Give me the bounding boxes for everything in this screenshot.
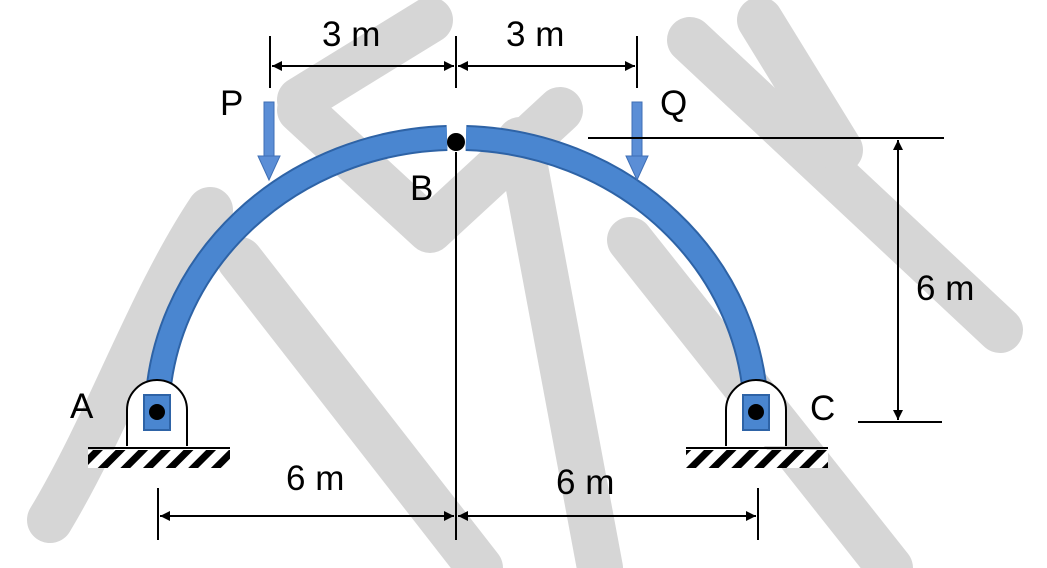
top-dimension	[269, 36, 638, 88]
bottom-dimension	[157, 488, 759, 540]
label-q: Q	[660, 84, 687, 123]
label-a: A	[70, 387, 94, 426]
arch-left-half-fill	[146, 127, 448, 413]
load-arrow-p	[257, 101, 281, 182]
hinge-b	[447, 133, 465, 151]
dim-bottom-right: 6 m	[556, 463, 614, 502]
label-p: P	[220, 84, 243, 123]
support-a	[88, 379, 230, 468]
ground-hatch-a	[88, 450, 230, 468]
dim-top-right: 3 m	[506, 15, 564, 54]
arch-right-half-fill	[465, 127, 767, 413]
height-dimension	[588, 137, 944, 423]
label-b: B	[410, 169, 433, 208]
label-c: C	[810, 389, 835, 428]
dim-bottom-left: 6 m	[286, 459, 344, 498]
ground-hatch-c	[686, 450, 828, 468]
arch	[144, 125, 769, 413]
support-c	[686, 379, 828, 468]
dim-height: 6 m	[916, 269, 974, 308]
load-arrow-q	[625, 101, 649, 182]
dim-top-left: 3 m	[322, 15, 380, 54]
